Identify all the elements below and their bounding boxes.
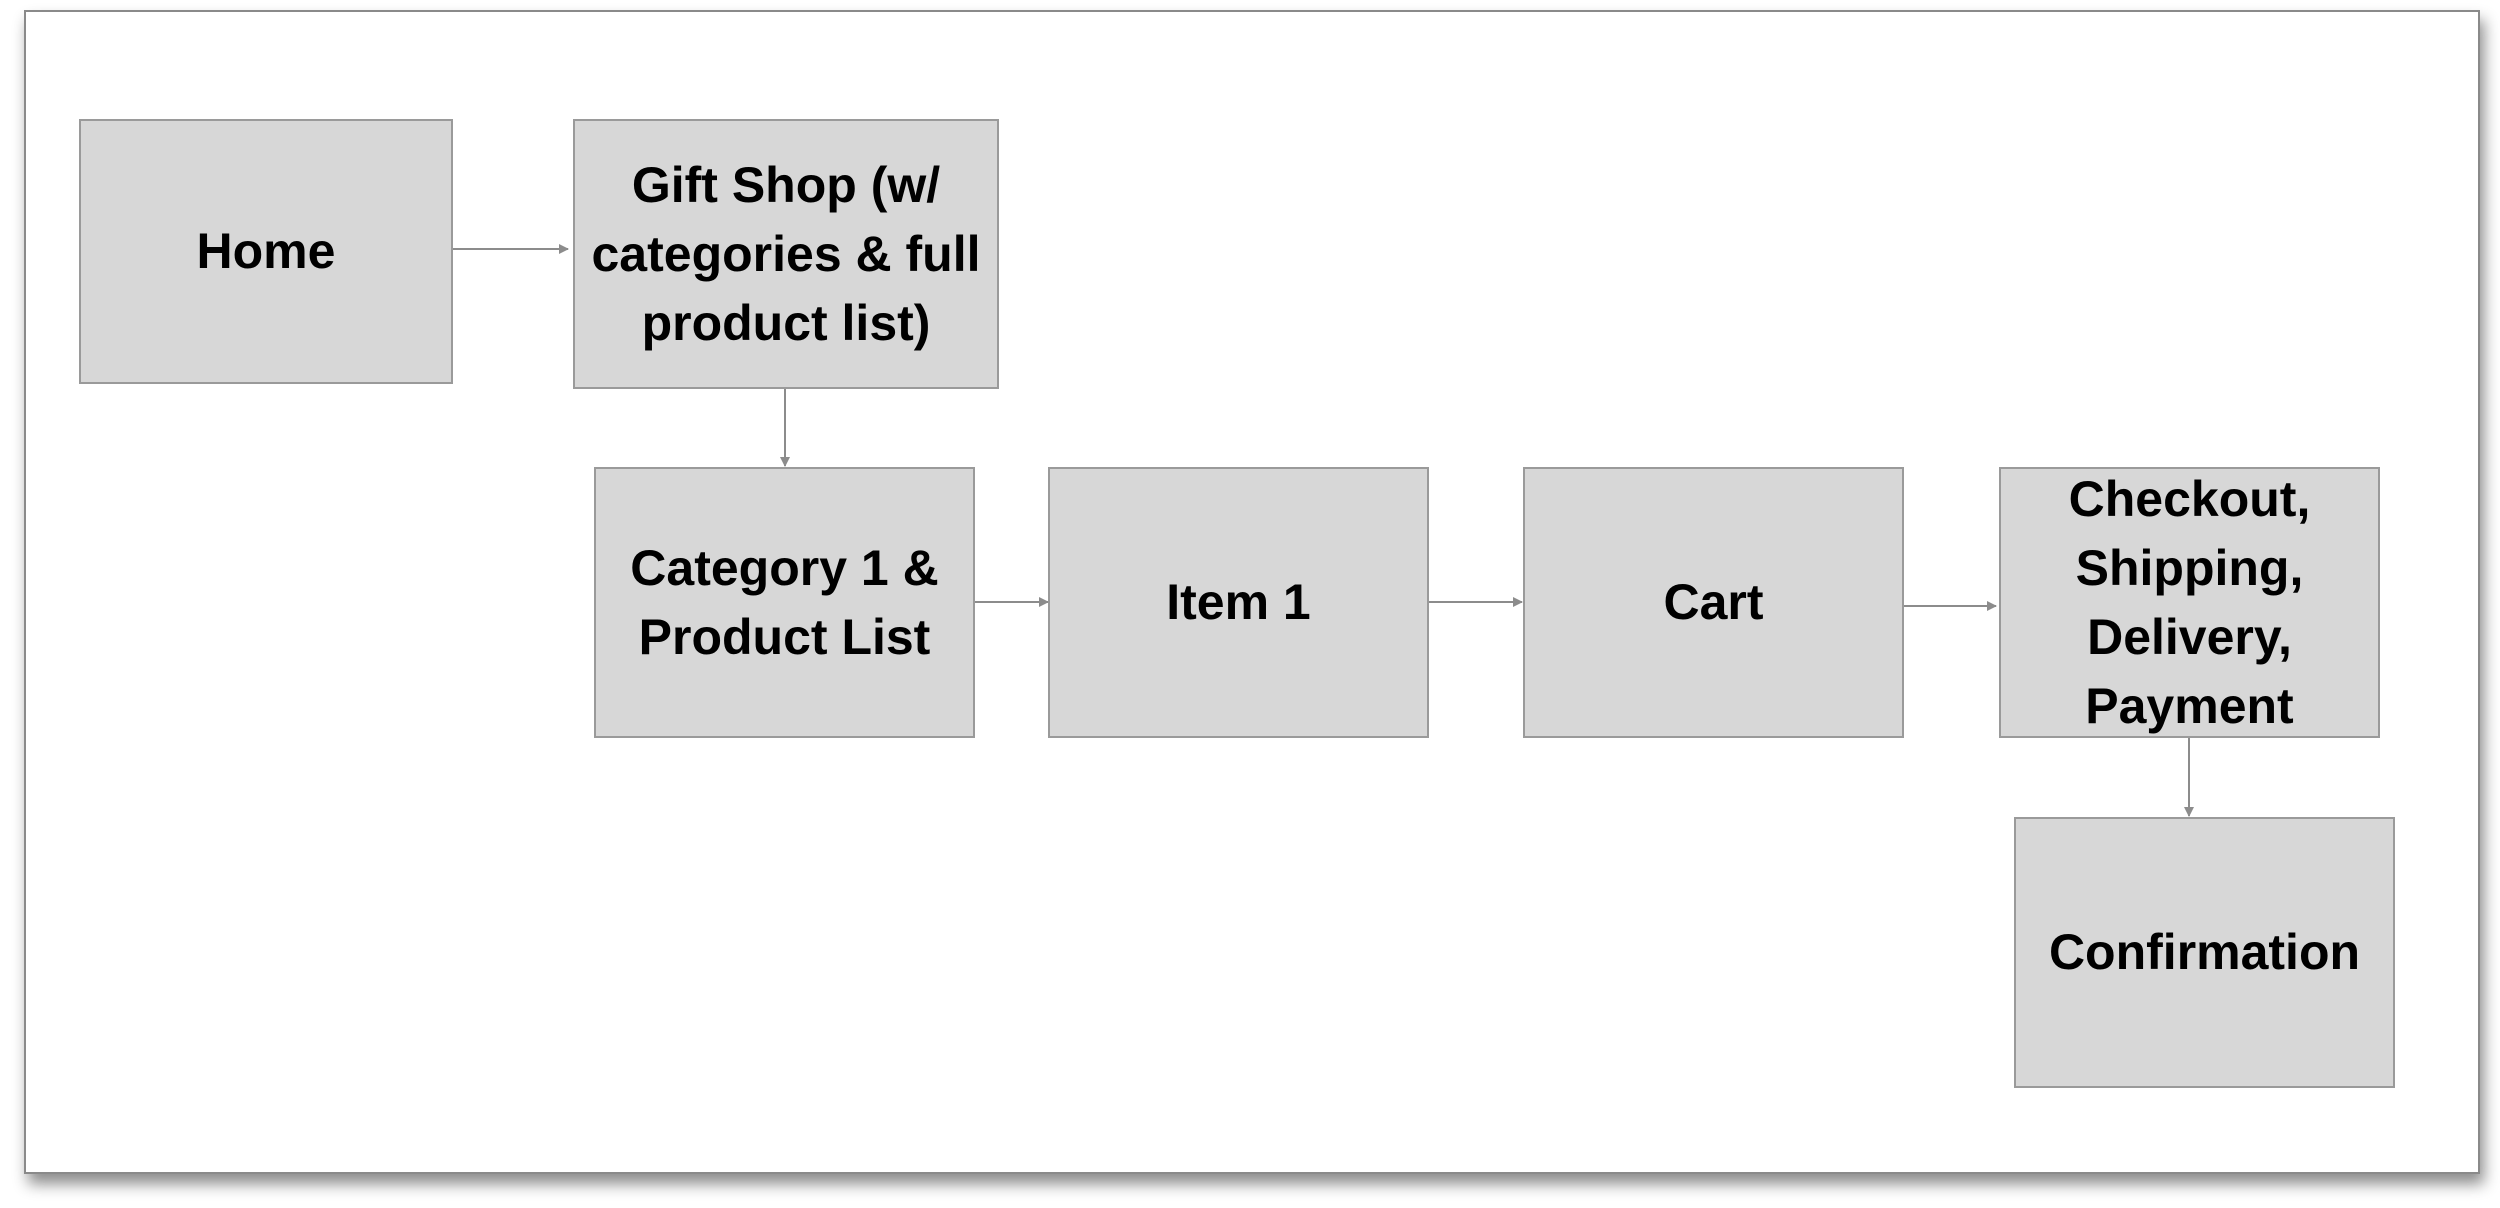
node-gift-shop: Gift Shop (w/ categories & full product …: [573, 119, 999, 389]
node-checkout: Checkout, Shipping, Delivery, Payment: [1999, 467, 2380, 738]
node-cart: Cart: [1523, 467, 1904, 738]
node-category-product-list: Category 1 & Product List: [594, 467, 975, 738]
node-home: Home: [79, 119, 453, 384]
node-confirmation: Confirmation: [2014, 817, 2395, 1088]
node-item: Item 1: [1048, 467, 1429, 738]
